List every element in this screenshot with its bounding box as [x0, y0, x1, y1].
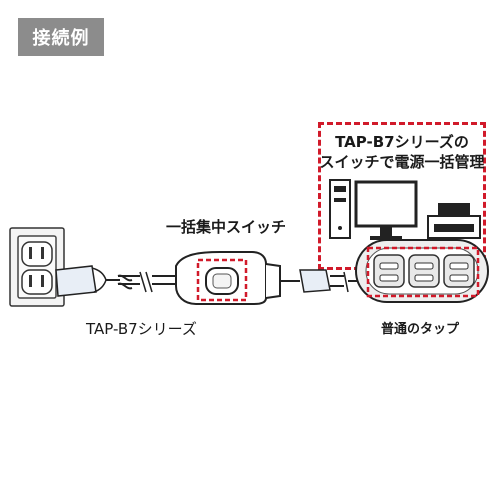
product-name-label: TAP-B7シリーズ [86, 320, 197, 338]
cord-left [117, 271, 176, 293]
cord-middle [280, 269, 358, 293]
callout-line-1: TAP-B7シリーズの [335, 133, 469, 151]
printer-icon [427, 203, 481, 239]
switch-label: 一括集中スイッチ [166, 218, 287, 236]
equipment-callout-text: TAP-B7シリーズの スイッチで電源一括管理 [318, 132, 486, 172]
wall-outlet [9, 227, 65, 307]
callout-line-2: スイッチで電源一括管理 [319, 153, 485, 171]
connection-example-badge: 接続例 [18, 18, 104, 56]
normal-power-strip [355, 239, 489, 303]
wall-plug [55, 265, 120, 297]
normal-tap-label: 普通のタップ [381, 322, 460, 337]
pc-tower-icon [329, 179, 351, 239]
monitor-icon [354, 180, 418, 240]
tap-b7-switch-unit [175, 251, 281, 305]
